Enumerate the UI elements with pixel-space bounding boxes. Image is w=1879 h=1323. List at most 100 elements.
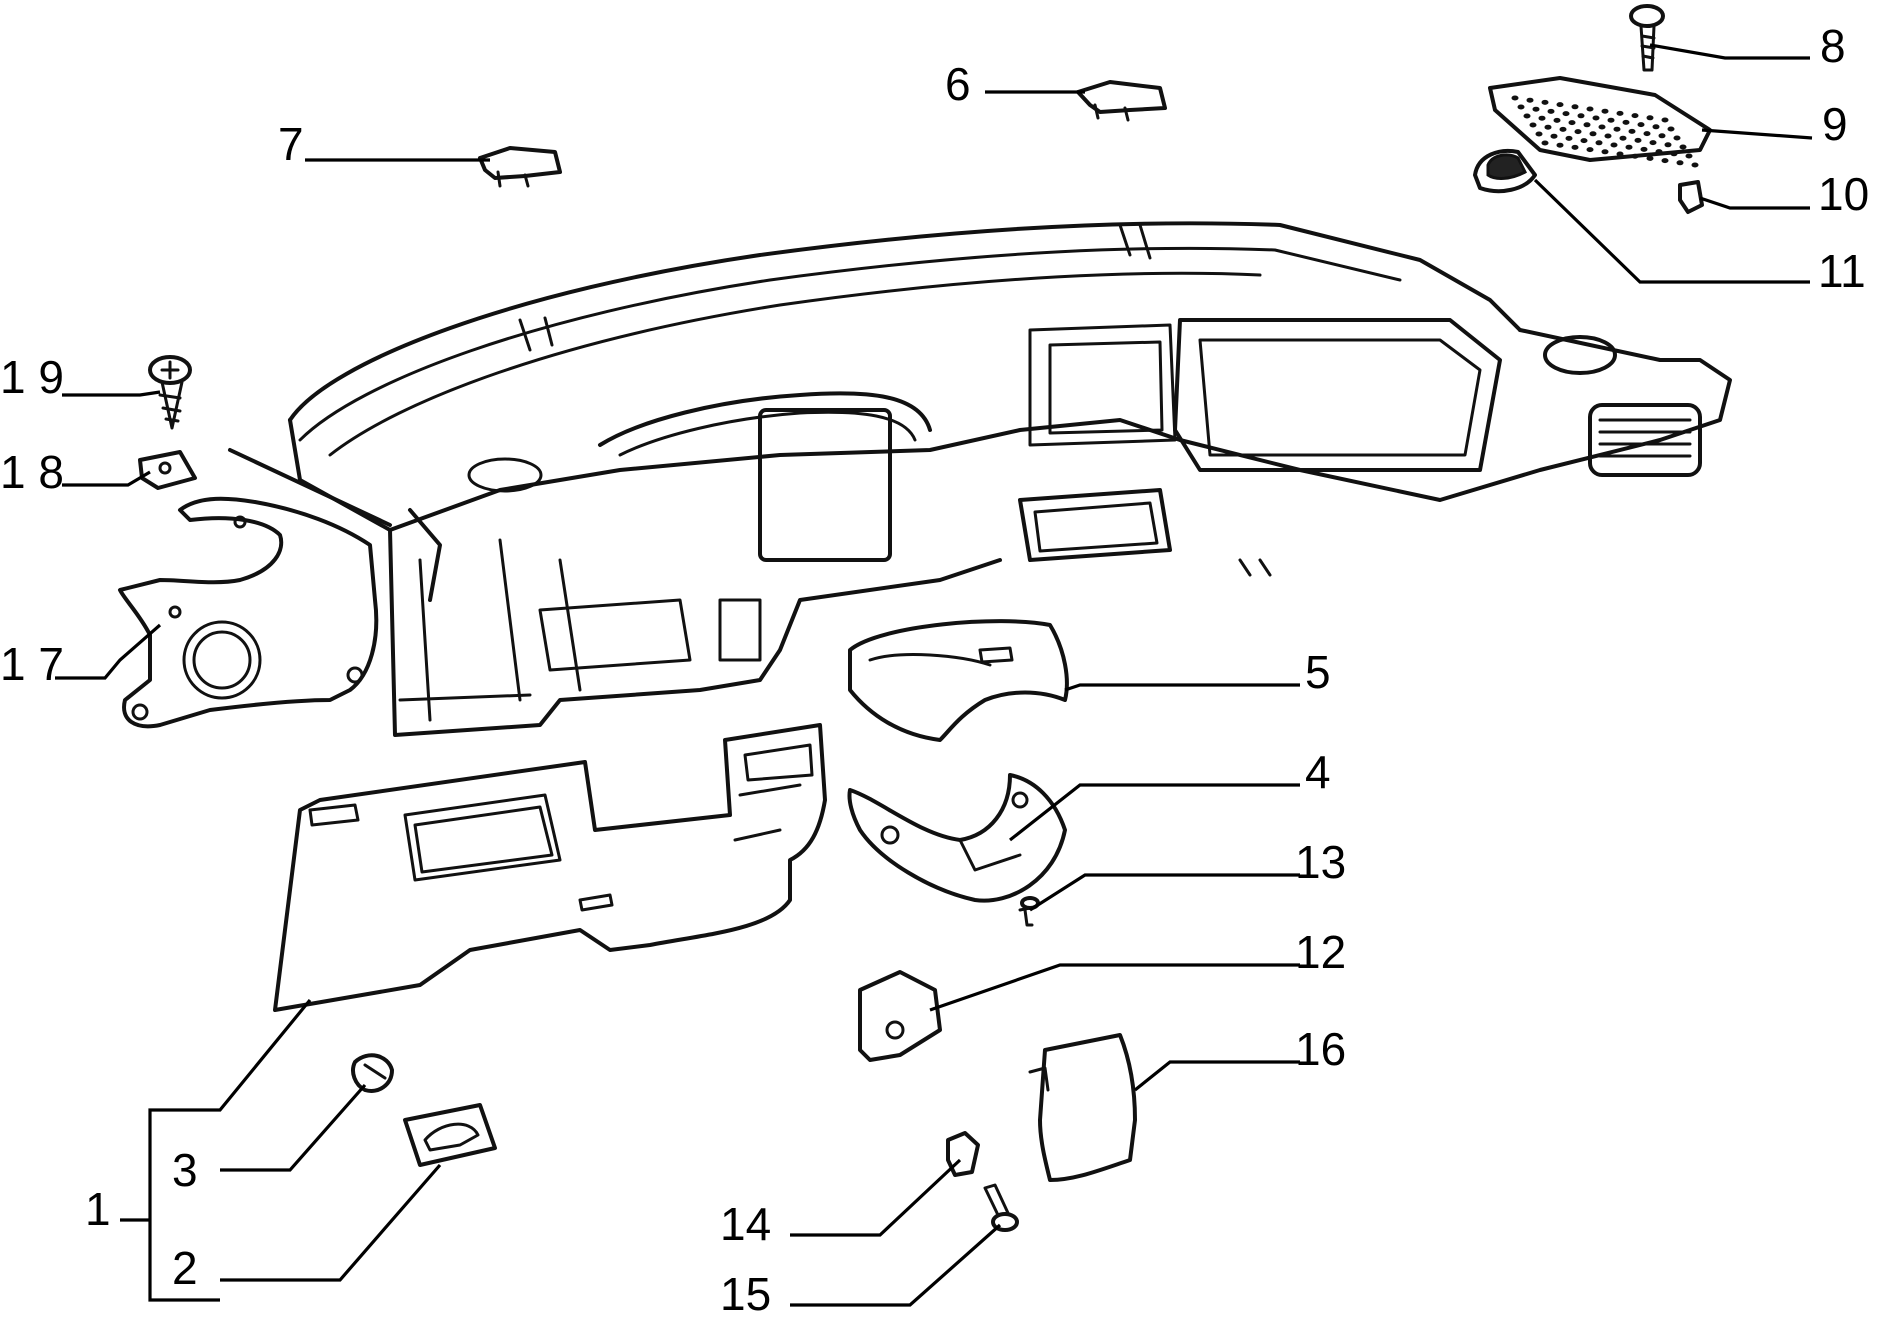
grille-hole [1535,131,1543,137]
grille-hole [1526,97,1534,103]
grille-hole [1601,149,1609,155]
grille-hole [1670,151,1678,157]
part-2-hood-release-handle [403,1103,497,1167]
callout-11: 11 [1818,245,1866,297]
grille-hole [1523,113,1531,119]
grille-hole [1616,151,1624,157]
callout-9: 9 [1822,98,1848,150]
grille-hole [1577,113,1585,119]
grille-hole [1574,129,1582,135]
grille-hole [1673,135,1681,141]
grille-hole [1685,153,1693,159]
callout-2: 2 [172,1242,198,1294]
grille-hole [1646,115,1654,121]
grille-hole [1631,113,1639,119]
callout-7: 7 [278,118,304,170]
grille-hole [1586,147,1594,153]
grille-hole [1655,149,1663,155]
callout-16: 16 [1295,1023,1346,1075]
grille-hole [1643,131,1651,137]
grille-hole [1592,115,1600,121]
grille-hole [1541,99,1549,105]
grille-hole [1517,104,1525,110]
callout-14: 14 [720,1198,771,1250]
grille-hole [1649,140,1657,146]
part-15-screw [983,1183,1019,1232]
grille-hole [1556,142,1564,148]
callout-10: 10 [1818,168,1869,220]
grille-hole [1640,146,1648,152]
part-16-fuse-cover [1028,1033,1137,1182]
part-9-speaker-grille [1488,76,1712,168]
dashboard-panel [228,221,1732,737]
part-1-lower-trim-panel [273,723,827,1012]
part-10-clip [1678,180,1704,214]
part-5-upper-shroud [848,619,1069,742]
grille-hole [1595,140,1603,146]
grille-hole [1529,122,1537,128]
part-7-bracket [478,146,562,188]
grille-hole [1661,117,1669,123]
callout-17: 1 7 [0,638,64,690]
callout-18: 1 8 [0,446,64,498]
grille-hole [1589,131,1597,137]
grille-hole [1661,158,1669,164]
callout-13: 13 [1295,836,1346,888]
grille-hole [1628,128,1636,134]
callout-4: 4 [1305,746,1331,798]
grille-hole [1664,142,1672,148]
grille-hole [1631,153,1639,159]
grille-hole [1568,120,1576,126]
leader-lines [55,43,1813,1307]
part-11-sensor [1473,149,1537,194]
grille-hole [1598,124,1606,130]
grille-hole [1556,102,1564,108]
callout-5: 5 [1305,646,1331,698]
grille-hole [1634,137,1642,143]
grille-hole [1607,117,1615,123]
grille-hole [1619,135,1627,141]
grille-hole [1616,110,1624,116]
grille-hole [1553,117,1561,123]
grille-hole [1625,144,1633,150]
callout-1: 1 [85,1183,111,1235]
part-3-clip [351,1053,394,1093]
grille-hole [1565,135,1573,141]
grille-hole [1583,122,1591,128]
grille-hole [1532,106,1540,112]
grille-hole [1679,144,1687,150]
grille-hole [1610,142,1618,148]
grille-hole [1601,108,1609,114]
callout-15: 15 [720,1268,771,1320]
callout-labels: 8 9 10 11 6 7 1 9 1 8 1 7 5 4 13 12 16 1… [0,20,1869,1320]
part-13-screw [1018,896,1040,927]
callout-19: 1 9 [0,351,64,403]
grille-hole [1658,133,1666,139]
grille-hole [1622,119,1630,125]
grille-hole [1511,95,1519,101]
grille-hole [1559,126,1567,132]
grille-hole [1550,133,1558,139]
grille-hole [1613,126,1621,132]
grille-hole [1580,138,1588,144]
grille-hole [1571,144,1579,150]
callout-8: 8 [1820,20,1846,72]
grille-hole [1637,122,1645,128]
part-4-lower-shroud [847,773,1067,903]
part-17-column-bracket [118,496,379,729]
grille-hole [1652,124,1660,130]
grille-hole [1544,124,1552,130]
part-12-bracket [858,970,942,1062]
callout-3: 3 [172,1144,198,1196]
callout-12: 12 [1295,926,1346,978]
grille-hole [1571,104,1579,110]
part-8-screw [1629,4,1665,72]
grille-hole [1547,108,1555,114]
part-6-bracket [1076,80,1167,122]
part-19-screw [148,355,192,430]
grille-hole [1604,133,1612,139]
grille-hole [1538,115,1546,121]
part-18-nut-clip [138,450,197,490]
grille-hole [1562,111,1570,117]
